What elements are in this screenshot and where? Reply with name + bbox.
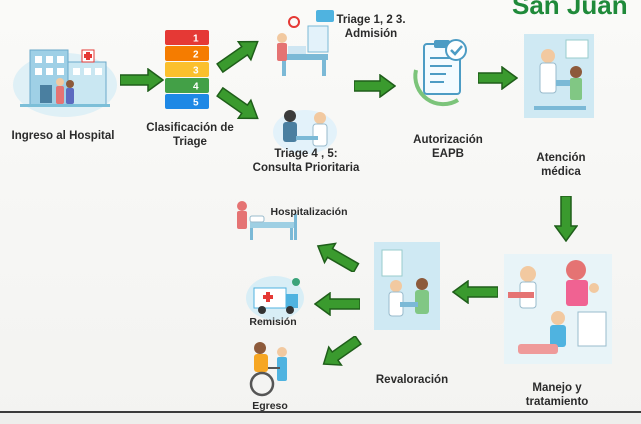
triage-level-4-bar xyxy=(165,78,209,93)
arrow-revaloracion-to-remision xyxy=(314,292,360,316)
arrow-atencion-to-manejo xyxy=(554,196,578,242)
arrow-clasificacion-to-triage123 xyxy=(216,40,259,74)
triage-color-stack-icon: 1 2 3 4 5 xyxy=(165,30,209,109)
medical-treatment-icon xyxy=(504,254,612,364)
bottom-band xyxy=(0,413,641,424)
label-ingreso: Ingreso al Hospital xyxy=(11,130,115,142)
triage-level-5-label: 5 xyxy=(193,98,199,109)
hospital-building-icon xyxy=(13,49,117,117)
label-hospitalizacion: Hospitalización xyxy=(270,206,348,218)
arrow-revaloracion-to-egreso xyxy=(322,336,362,366)
hospital-bed-icon xyxy=(237,201,297,240)
arrow-manejo-to-revaloracion xyxy=(452,280,498,304)
label-clasificacion: Clasificación de Triage xyxy=(146,122,234,148)
wheelchair-discharge-icon xyxy=(249,342,287,397)
admission-desk-icon xyxy=(277,10,334,76)
arrow-clasificacion-to-triage45 xyxy=(216,86,259,120)
triage-level-3-label: 3 xyxy=(193,66,199,77)
label-remision: Remisión xyxy=(249,316,297,328)
triage-level-1-label: 1 xyxy=(193,34,199,45)
authorization-clipboard-icon xyxy=(413,39,467,107)
doctor-revaluation-icon xyxy=(374,242,440,330)
label-triage45: Triage 4 , 5: Consulta Prioritaria xyxy=(252,148,360,174)
triage-level-4-label: 4 xyxy=(193,82,199,93)
label-revaloracion: Revaloración xyxy=(375,374,449,386)
label-egreso: Egreso xyxy=(252,400,288,412)
arrow-autorizacion-to-atencion xyxy=(478,66,518,90)
triage-level-1-bar xyxy=(165,30,209,45)
arrow-revaloracion-to-hospitalizacion xyxy=(316,242,360,272)
doctor-office-icon xyxy=(524,34,594,118)
bottom-border xyxy=(0,411,641,413)
logo-text: San Juan xyxy=(512,0,628,20)
arrow-ingreso-to-clasificacion xyxy=(120,68,164,92)
triage-level-2-label: 2 xyxy=(193,50,199,61)
logo: San Juan xyxy=(512,0,641,20)
triage-level-2-bar xyxy=(165,46,209,61)
triage-level-3-bar xyxy=(165,62,209,77)
triage-level-5-bar xyxy=(165,94,209,109)
label-atencion: Atención médica xyxy=(536,152,586,178)
label-triage123: Triage 1, 2 3. Admisión xyxy=(336,14,406,40)
arrow-admision-to-autorizacion xyxy=(354,74,396,98)
doctor-consultation-icon xyxy=(273,110,337,154)
label-manejo: Manejo y tratamiento xyxy=(525,382,589,408)
ambulance-transfer-icon xyxy=(246,276,304,320)
label-autorizacion: Autorización EAPB xyxy=(413,134,483,160)
